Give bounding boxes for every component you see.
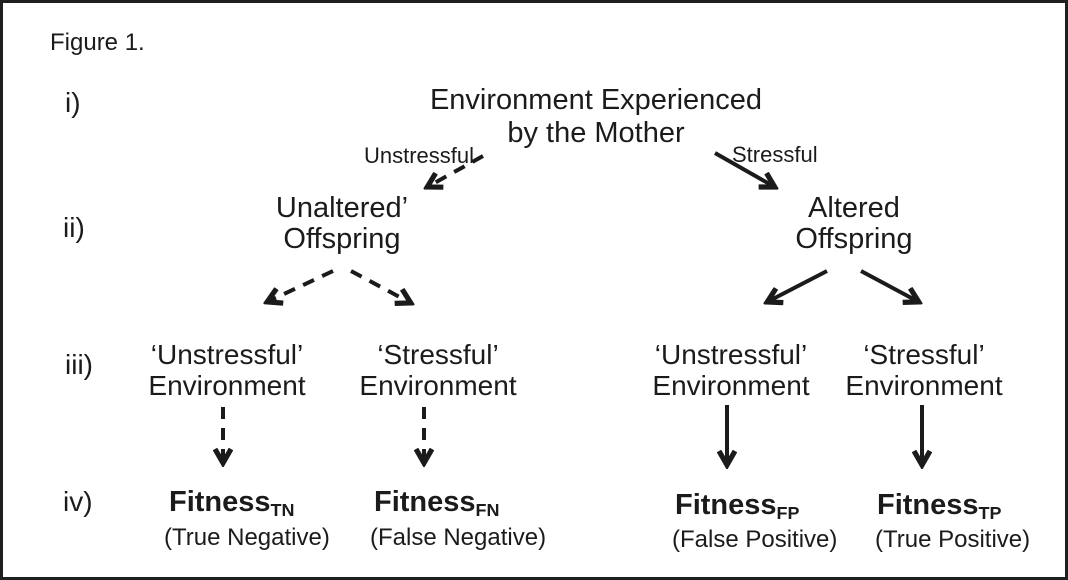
unaltered-line2: Offspring [283,223,401,255]
row-label-iv: iv) [63,486,93,517]
node-environment-mother: Environment Experienced by the Mother [430,84,762,150]
altered-line1: Altered [808,192,900,224]
fitness-word: Fitness [877,489,979,521]
fitness-fp-paren: (False Positive) [672,526,838,553]
env-line1: ‘Stressful’ [863,339,985,370]
node-env-unstressful-1: ‘Unstressful’ Environment [148,339,305,401]
node-env-stressful-1: ‘Stressful’ Environment [359,339,516,401]
fitness-tp-label: FitnessTP [877,489,1002,522]
row-label-iii: iii) [65,349,93,380]
arrow-altered-to-unstressful-env [769,269,828,301]
env-line1: ‘Unstressful’ [654,339,808,370]
fitness-subscript: FP [776,503,800,524]
row-label-i: i) [65,87,81,118]
figure-label: Figure 1. [50,29,145,56]
node-altered-offspring: Altered Offspring [795,193,912,255]
env-line1: ‘Stressful’ [377,339,499,370]
fitness-word: Fitness [169,486,271,518]
fitness-subscript: TN [270,500,295,521]
env-line2: Environment [845,370,1003,401]
row-label-ii: ii) [63,212,85,243]
node-env-stressful-2: ‘Stressful’ Environment [845,339,1002,401]
arrows-layer [3,151,1065,577]
arrow-altered-to-stressful-env [860,269,917,301]
fitness-fn-paren: (False Negative) [370,524,547,551]
fitness-word: Fitness [675,489,777,521]
edge-label-stressful: Stressful [732,142,818,167]
fitness-tn-label: FitnessTN [169,486,294,519]
env-line1: ‘Unstressful’ [150,339,304,370]
fitness-subscript: FN [475,500,500,521]
unaltered-line1: Unaltered’ [275,192,409,224]
env-line2: Environment [652,370,810,401]
node-unaltered-offspring: Unaltered’ Offspring [276,193,408,255]
arrow-unstressful-branch [429,154,484,186]
edge-label-unstressful: Unstressful [364,143,475,168]
altered-line2: Offspring [795,223,913,255]
fitness-subscript: TP [978,503,1002,524]
node-env-unstressful-2: ‘Unstressful’ Environment [652,339,809,401]
arrow-unaltered-to-unstressful-env [269,269,334,301]
fitness-fn-label: FitnessFN [374,486,499,519]
root-title-line2: by the Mother [507,117,685,149]
arrow-stressful-branch [714,151,773,186]
fitness-fp-label: FitnessFP [675,489,800,522]
arrow-unaltered-to-stressful-env [350,269,409,302]
fitness-word: Fitness [374,486,476,518]
env-line2: Environment [148,370,306,401]
env-line2: Environment [359,370,517,401]
fitness-tp-paren: (True Positive) [875,526,1031,553]
root-title-line1: Environment Experienced [429,84,763,116]
fitness-tn-paren: (True Negative) [164,524,330,551]
